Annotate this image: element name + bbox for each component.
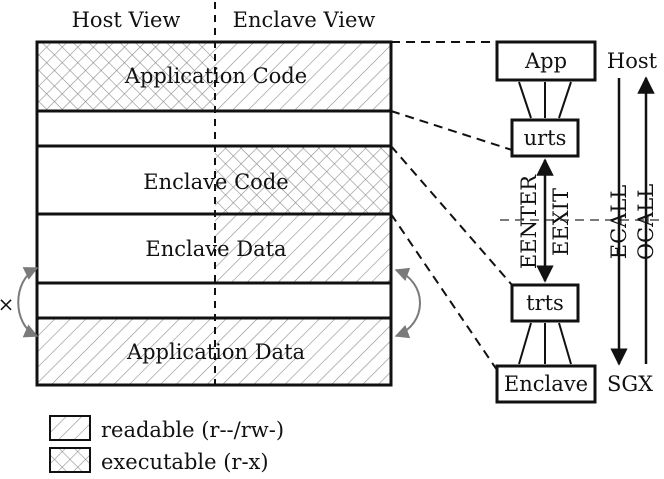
enclave-code-label: Enclave Code (143, 170, 288, 194)
ecall-label: ECALL (607, 185, 631, 260)
trts-label: trts (526, 291, 564, 315)
app-label: App (524, 49, 567, 73)
eenter-label: EENTER (517, 174, 541, 269)
application-code-host-fill (37, 42, 215, 111)
legend-executable-label: executable (r-x) (101, 450, 269, 474)
enclave-label: Enclave (504, 372, 588, 396)
urts-label: urts (524, 126, 567, 150)
host-view-header: Host View (72, 8, 181, 32)
urts-box (510, 118, 580, 158)
trts-enclave-fan (518, 322, 572, 365)
enclave-box (495, 364, 597, 404)
enclave-data-enclave-fill (215, 214, 391, 283)
region-connectors (390, 41, 513, 371)
legend-executable-swatch (49, 447, 91, 473)
trts-box (510, 283, 580, 323)
enclave-data-label: Enclave Data (145, 237, 286, 261)
enclave-view-header: Enclave View (233, 8, 376, 32)
ocall-label: OCALL (634, 184, 658, 260)
legend-readable-swatch (49, 415, 91, 441)
enclave-access-arc (394, 267, 421, 339)
sgx-label: SGX (607, 372, 653, 396)
app-urts-fan (518, 81, 572, 119)
legend: readable (r--/rw-) executable (r-x) (49, 415, 284, 474)
eexit-label: EEXIT (549, 188, 573, 256)
app-box (495, 40, 597, 82)
host-access-arc (17, 267, 39, 338)
application-code-label: Application Code (124, 64, 307, 88)
application-code-enclave-fill (215, 42, 391, 111)
application-data-label: Application Data (126, 340, 305, 364)
enclave-code-enclave-fill (215, 146, 391, 214)
access-denied-mark: × (0, 292, 14, 316)
legend-readable-label: readable (r--/rw-) (101, 418, 284, 442)
host-label: Host (607, 49, 658, 73)
